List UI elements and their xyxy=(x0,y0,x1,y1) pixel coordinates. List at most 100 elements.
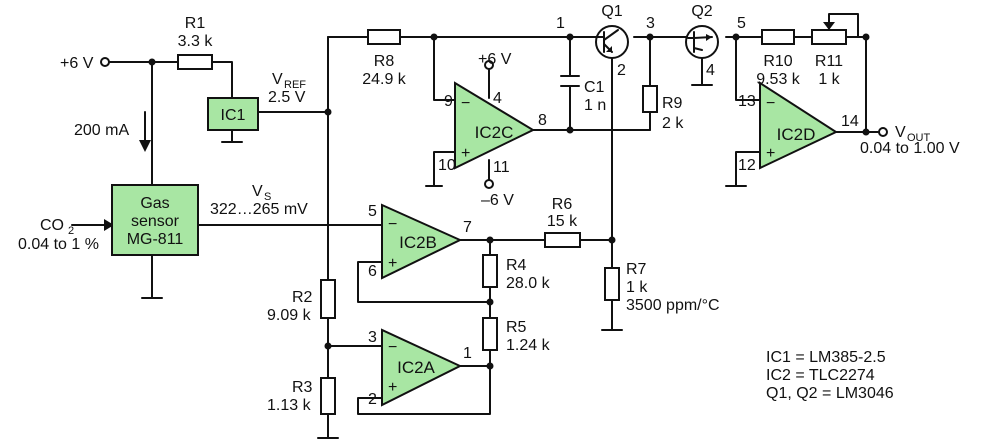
q2-transistor xyxy=(685,25,719,59)
r11-potentiometer xyxy=(811,29,847,45)
ic1-label: IC1 xyxy=(221,107,246,124)
ic2d-minus: − xyxy=(766,95,775,112)
r8-resistor xyxy=(367,29,401,45)
vref-main: V xyxy=(272,71,283,88)
sensor-line2: sensor xyxy=(131,213,180,230)
r9-value: 2 k xyxy=(662,115,684,132)
r10-resistor xyxy=(761,29,795,45)
pin2: 2 xyxy=(617,62,626,79)
ic2c-opamp xyxy=(454,81,536,170)
ic2d-opamp xyxy=(759,81,839,170)
r5-resistor xyxy=(482,317,498,351)
ic2b-opamp xyxy=(381,203,463,280)
pin4-q2: 4 xyxy=(706,62,715,79)
sensor-line3: MG-811 xyxy=(127,231,184,248)
pin3-ic2a: 3 xyxy=(368,329,377,346)
r5-name: R5 xyxy=(506,319,527,336)
vref-sub: REF xyxy=(284,79,306,91)
r7-name: R7 xyxy=(626,261,647,278)
c1-value: 1 n xyxy=(584,97,606,114)
pin5: 5 xyxy=(368,203,377,220)
ic2c-label: IC2C xyxy=(475,123,514,142)
ic2c-minus: − xyxy=(461,95,470,112)
pin1: 1 xyxy=(556,15,565,32)
current-arrow-head xyxy=(139,140,151,152)
vout-terminal xyxy=(878,127,888,137)
r1-value: 3.3 k xyxy=(178,33,214,50)
pin7: 7 xyxy=(463,219,472,236)
pin4: 4 xyxy=(493,90,502,107)
ic2b-plus: + xyxy=(388,255,397,272)
current-label: 200 mA xyxy=(74,122,129,139)
vout-value: 0.04 to 1.00 V xyxy=(860,140,960,157)
pin3: 3 xyxy=(646,15,655,32)
sensor-line1: Gas xyxy=(140,195,169,212)
q2-label: Q2 xyxy=(691,3,712,20)
bom-line1: IC1 = LM385-2.5 xyxy=(766,349,886,366)
r9-name: R9 xyxy=(662,95,683,112)
r3-resistor xyxy=(320,377,336,415)
r10-value: 9.53 k xyxy=(756,71,801,88)
r7-tc: 3500 ppm/°C xyxy=(626,297,720,314)
pin1-ic2a: 1 xyxy=(463,345,472,362)
r2-value: 9.09 k xyxy=(267,307,312,324)
plus6-terminal xyxy=(100,57,110,67)
co2-main: CO xyxy=(40,217,64,234)
r11-value: 1 k xyxy=(818,71,840,88)
junctions xyxy=(148,33,870,370)
co2-sub: 2 xyxy=(68,225,74,237)
ic2a-minus: − xyxy=(388,339,397,356)
vs-main: V xyxy=(252,183,263,200)
pin14: 14 xyxy=(841,113,859,130)
r7-value: 1 k xyxy=(626,279,648,296)
r8-value: 24.9 k xyxy=(362,71,407,88)
pin10: 10 xyxy=(438,157,456,174)
minus6-ic2-terminal xyxy=(484,179,494,189)
r8-name: R8 xyxy=(374,53,395,70)
ic2b-minus: − xyxy=(388,216,397,233)
ic2d-plus: + xyxy=(766,145,775,162)
r4-value: 28.0 k xyxy=(506,275,551,292)
r1-resistor xyxy=(177,54,213,70)
plus6-label: +6 V xyxy=(60,55,94,72)
r6-name: R6 xyxy=(552,196,573,213)
vs-value: 322…265 mV xyxy=(210,201,308,218)
r10-name: R10 xyxy=(763,53,792,70)
r3-name: R3 xyxy=(292,379,313,396)
r4-resistor xyxy=(482,254,498,288)
r1-name: R1 xyxy=(185,15,206,32)
pin11: 11 xyxy=(493,159,510,176)
q1-transistor xyxy=(595,25,629,59)
pin13: 13 xyxy=(738,93,756,110)
r3-value: 1.13 k xyxy=(267,397,312,414)
pin12: 12 xyxy=(738,157,756,174)
vout-sub: OUT xyxy=(907,132,931,144)
pin8: 8 xyxy=(538,112,547,129)
ic2c-plus: + xyxy=(461,145,470,162)
pin5-q2: 5 xyxy=(737,15,746,32)
ic2a-label: IC2A xyxy=(397,358,435,377)
r7-resistor xyxy=(604,267,620,301)
vout-main: V xyxy=(895,124,906,141)
r9-resistor xyxy=(642,85,658,113)
plus6-ic2-terminal xyxy=(484,60,494,70)
ic2a-plus: + xyxy=(388,379,397,396)
bom-line2: IC2 = TLC2274 xyxy=(766,367,875,384)
r6-resistor xyxy=(544,232,581,248)
r4-name: R4 xyxy=(506,257,527,274)
ic2d-label: IC2D xyxy=(777,125,816,144)
bom-line3: Q1, Q2 = LM3046 xyxy=(766,385,894,402)
c1-name: C1 xyxy=(584,79,605,96)
ic2a-opamp xyxy=(381,328,463,407)
pin6: 6 xyxy=(368,263,377,280)
pin9: 9 xyxy=(444,93,453,110)
r2-resistor xyxy=(320,279,336,319)
co2-arrow-head xyxy=(104,219,114,231)
r2-name: R2 xyxy=(292,289,313,306)
ic2c-minus6-label: –6 V xyxy=(481,192,514,209)
pin2-ic2a: 2 xyxy=(368,391,377,408)
c1-capacitor xyxy=(560,75,580,87)
r6-value: 15 k xyxy=(547,213,578,230)
ic2b-label: IC2B xyxy=(399,233,437,252)
